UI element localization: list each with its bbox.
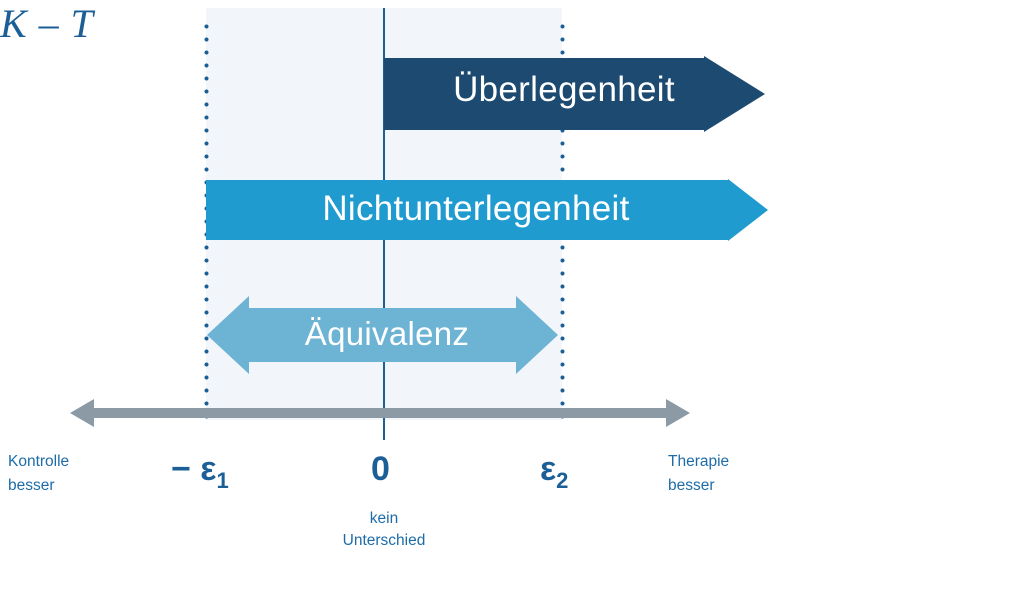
tick-label-zero: 0 — [371, 450, 390, 494]
tick-label-minus-epsilon-1: − ε1 — [171, 450, 229, 494]
equivalence-arrow — [207, 296, 558, 374]
k-minus-t-label: K – T — [0, 1, 94, 46]
tick-sub-epsilon-2: 2 — [556, 467, 569, 493]
axis-right-label: Therapie besser — [668, 453, 730, 495]
non-inferiority-arrow — [206, 179, 768, 241]
tick-sub-minus-epsilon-1: 1 — [216, 467, 229, 493]
zero-caption: kein Unterschied — [342, 510, 426, 550]
tick-label-epsilon-2: ε2 — [540, 450, 568, 494]
tick-main-minus-epsilon-1: − ε — [171, 450, 217, 488]
k-minus-t-axis — [70, 399, 690, 427]
tick-main-epsilon-2: ε — [540, 450, 557, 488]
axis-left-label: Kontrolle besser — [8, 453, 70, 495]
tick-main-zero: 0 — [371, 450, 390, 488]
superiority-arrow — [384, 56, 765, 132]
